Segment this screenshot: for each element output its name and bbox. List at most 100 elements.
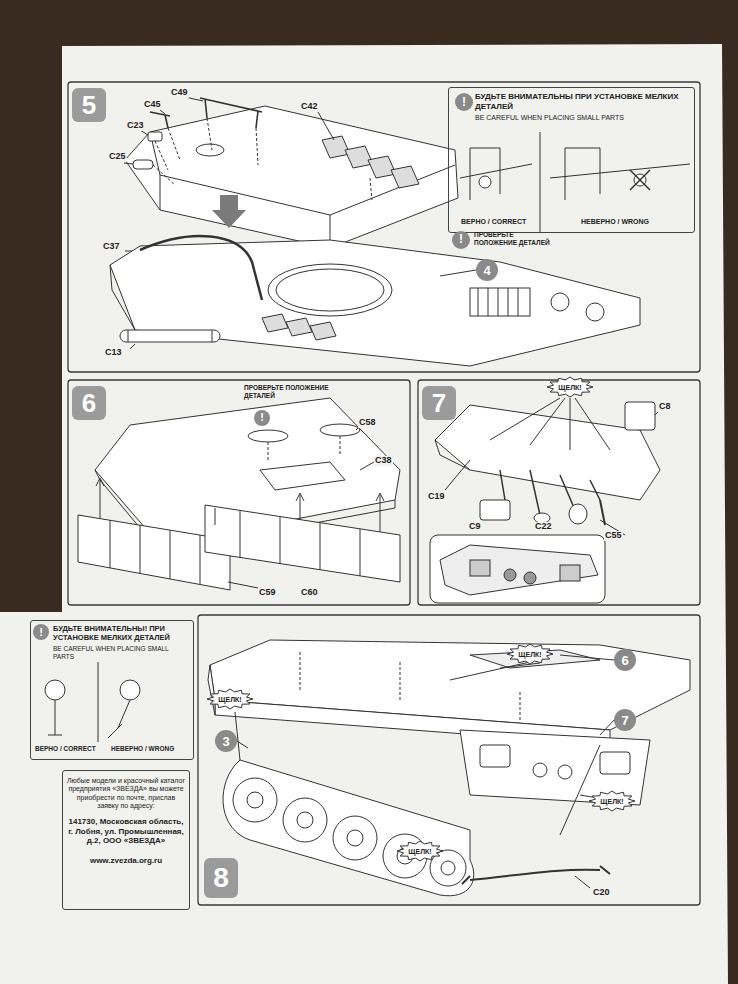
line-art (68, 82, 700, 905)
line-art (45, 662, 140, 742)
node-text: 3 (222, 735, 229, 748)
line-art (435, 440, 470, 470)
node-text: НЕВЕРНО / WRONG (581, 218, 691, 226)
line-art (235, 712, 600, 835)
line-art (533, 763, 547, 777)
line-art (445, 410, 660, 535)
line-art (150, 132, 455, 215)
note-box: Любые модели и красочный каталог предпри… (62, 770, 190, 910)
node-text: Любые модели и красочный каталог предпри… (67, 777, 185, 811)
line-art (133, 160, 153, 169)
line-art (462, 866, 610, 884)
line-art (160, 175, 161, 210)
node-text: ВЕРНО / CORRECT (35, 745, 107, 753)
line-art (440, 270, 476, 276)
line-art (569, 504, 587, 524)
line-art (560, 565, 580, 581)
line-art (480, 500, 510, 520)
caution-circle (254, 410, 270, 426)
node-text: 7 (621, 714, 628, 727)
node-text: www.zvezda.org.ru (67, 856, 185, 866)
line-art (108, 700, 130, 738)
part-label: C58 (358, 418, 377, 428)
line-art (347, 830, 363, 846)
line-art (148, 132, 162, 141)
line-art (196, 144, 224, 156)
line-art (470, 560, 490, 576)
line-art (150, 112, 170, 128)
note-box: БУДЬТЕ ВНИМАТЕЛЬНЫ! ПРИ УСТАНОВКЕ МЕЛКИХ… (30, 620, 194, 760)
step-reference: 4 (476, 259, 498, 281)
click-burst-shape (589, 791, 635, 811)
line-art (110, 511, 360, 584)
step-number: 7 (422, 386, 456, 420)
line-art (286, 318, 312, 336)
line-art (247, 792, 263, 808)
line-art (98, 662, 99, 742)
check-note: !ПРОВЕРЬТЕ ПОЛОЖЕНИЕ ДЕТАЛЕЙ (450, 229, 560, 251)
line-art (276, 269, 384, 311)
line-art (0, 44, 728, 984)
line-art (558, 765, 572, 779)
line-art (153, 118, 372, 200)
line-art (110, 240, 640, 366)
step-reference: 6 (614, 649, 636, 671)
part-label: C25 (108, 152, 127, 162)
node-text: БУДЬТЕ ВНИМАТЕЛЬНЫ! ПРИ УСТАНОВКЕ МЕЛКИХ… (53, 624, 189, 642)
check-note: ПРОВЕРЬТЕ ПОЛОЖЕНИЕ ДЕТАЛЕЙ! (244, 384, 343, 428)
line-art (120, 680, 140, 700)
node-text: 8 (213, 864, 229, 892)
click-burst: ЩЕЛК! (546, 376, 594, 398)
line-art (430, 398, 660, 603)
node-text: НЕВЕРНО / WRONG (111, 745, 191, 753)
node-text: ! (39, 627, 43, 638)
node-text: ПРОВЕРЬТЕ ПОЛОЖЕНИЕ ДЕТАЛЕЙ (244, 384, 340, 400)
node-text: ЩЕЛК! (600, 798, 623, 805)
part-label: C13 (104, 348, 123, 358)
line-art (237, 655, 614, 888)
line-art (233, 778, 277, 822)
line-art (100, 480, 380, 532)
line-art (208, 665, 215, 715)
node-text: BE CAREFUL WHEN PLACING SMALL PARTS (475, 114, 687, 122)
node-text: ЩЕЛК! (518, 651, 541, 658)
node-text: ПРОВЕРЬТЕ ПОЛОЖЕНИЕ ДЕТАЛЕЙ (474, 231, 556, 247)
part-label: C42 (300, 102, 319, 112)
node-text: БУДЬТЕ ВНИМАТЕЛЬНЫ ПРИ УСТАНОВКЕ МЕЛКИХ … (475, 92, 687, 111)
line-art (283, 798, 327, 842)
line-art (110, 97, 690, 366)
line-art (430, 535, 605, 603)
line-art (198, 615, 700, 905)
line-art (297, 812, 313, 828)
part-label: C49 (170, 88, 189, 98)
node-text: 141730, Московская область, г. Лобня, ул… (67, 817, 185, 846)
line-art (260, 462, 345, 490)
part-label: C9 (468, 522, 482, 532)
line-art (48, 700, 62, 735)
node-text: 6 (621, 654, 628, 667)
step-reference: 7 (614, 709, 636, 731)
click-burst: ЩЕЛК! (396, 840, 444, 862)
line-art (540, 132, 541, 232)
note-box: БУДЬТЕ ВНИМАТЕЛЬНЫ ПРИ УСТАНОВКЕ МЕЛКИХ … (448, 87, 695, 233)
line-art (68, 82, 700, 372)
line-art (368, 156, 396, 178)
line-art (478, 288, 518, 316)
line-art (524, 572, 536, 584)
line-art (140, 236, 262, 300)
node-text: ! (462, 96, 466, 108)
line-art (223, 760, 474, 896)
part-label: C38 (374, 456, 393, 466)
click-burst-shape (547, 377, 593, 397)
line-art (248, 430, 288, 442)
line-art (320, 424, 360, 436)
line-art (391, 166, 419, 188)
node-text: ВЕРНО / CORRECT (461, 218, 561, 226)
line-art (110, 265, 135, 330)
node-text: ! (253, 412, 271, 423)
part-label: C23 (126, 121, 145, 131)
line-art (550, 148, 690, 200)
line-art (625, 402, 655, 430)
